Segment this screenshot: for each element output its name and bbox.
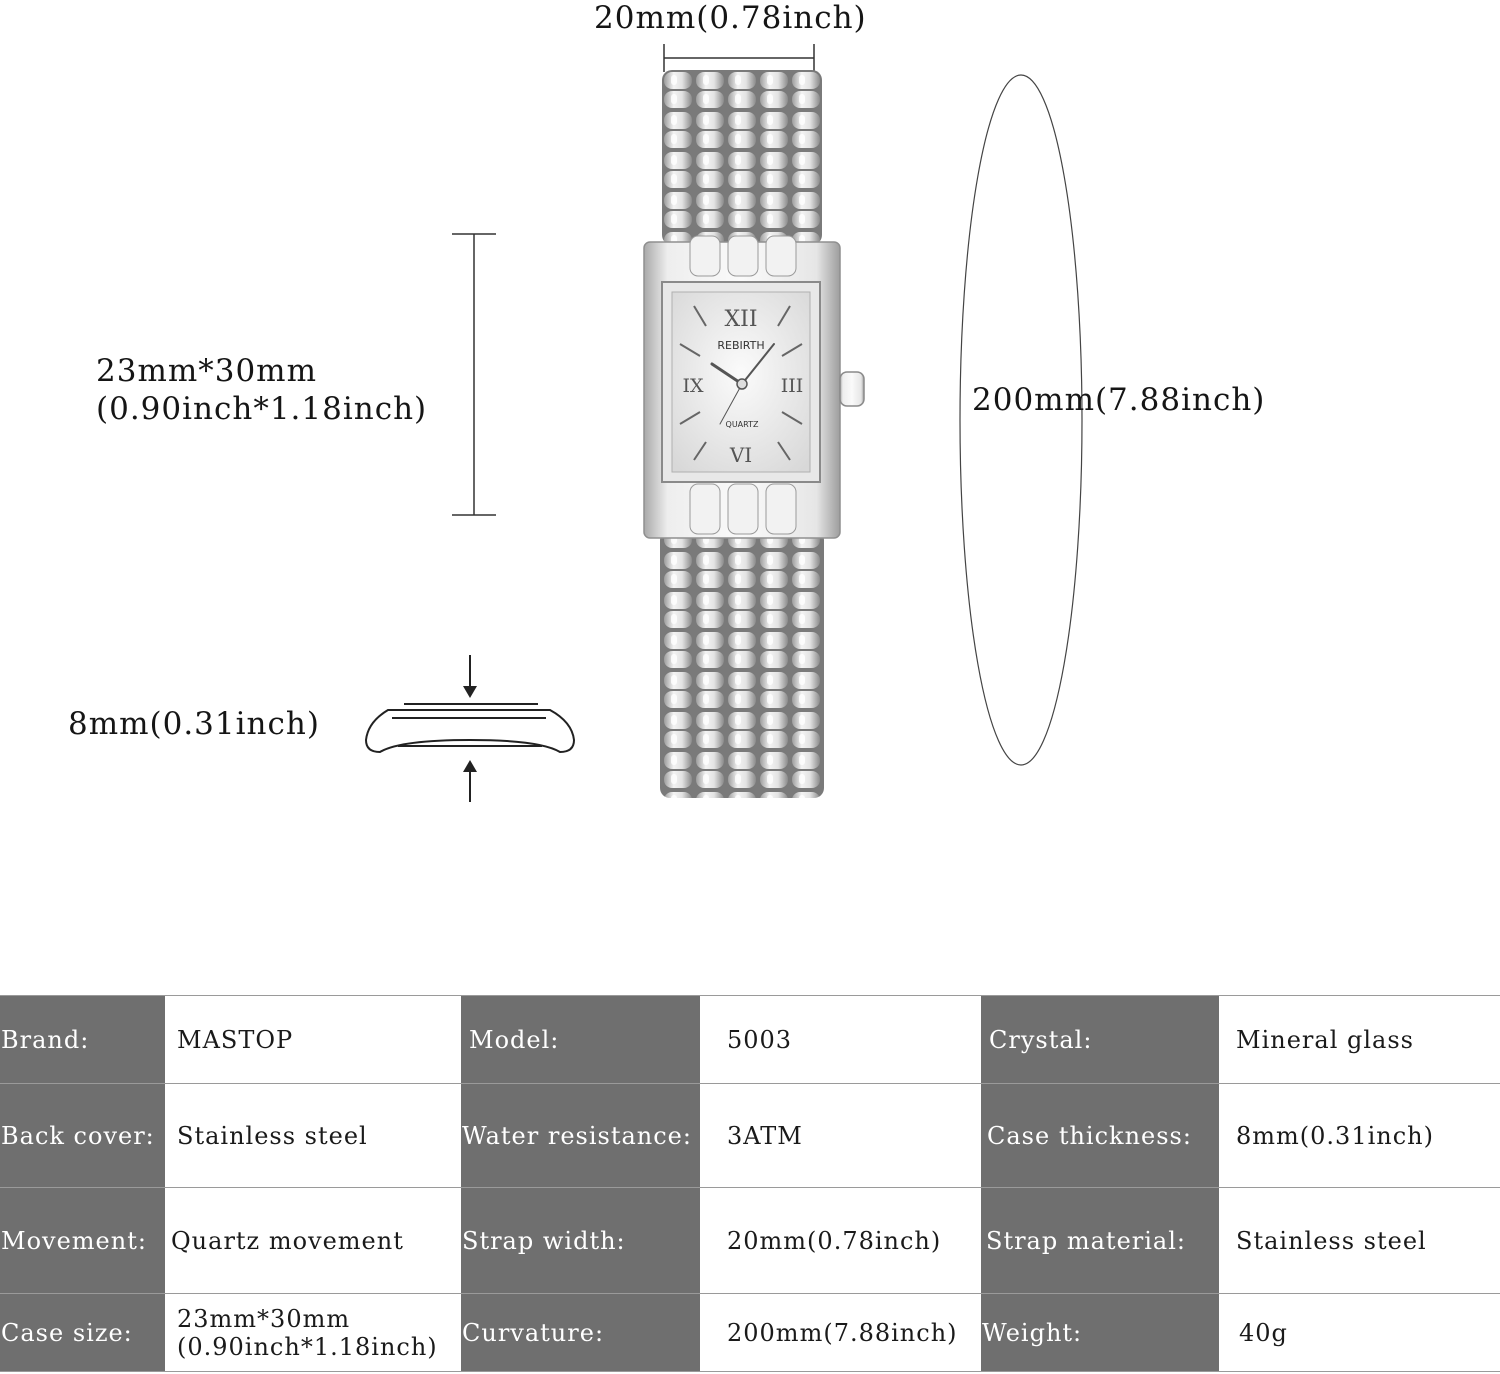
spec-label-curvature: Curvature:: [461, 1293, 700, 1372]
spec-value-water-resistance: 3ATM: [700, 1083, 981, 1188]
case-size-line2: (0.90inch*1.18inch): [96, 391, 428, 427]
spec-label-weight: Weight:: [981, 1293, 1219, 1372]
spec-label-strap-material: Strap material:: [981, 1187, 1219, 1294]
spec-value-case-size-line2: (0.90inch*1.18inch): [177, 1332, 438, 1361]
spec-label-strap-width: Strap width:: [461, 1187, 700, 1294]
case-height-marker: [452, 233, 496, 516]
curvature-ellipse: [959, 74, 1083, 766]
thickness-label: 8mm(0.31inch): [68, 706, 320, 742]
spec-label-movement: Movement:: [0, 1187, 165, 1294]
spec-value-crystal: Mineral glass: [1219, 995, 1500, 1084]
spec-value-strap-width: 20mm(0.78inch): [700, 1187, 981, 1294]
case-size-line1: 23mm*30mm: [96, 353, 317, 389]
strap-width-label: 20mm(0.78inch): [594, 0, 867, 36]
curvature-label: 200mm(7.88inch): [972, 382, 1266, 418]
table-row: Brand: MASTOP Model: 5003 Crystal: Miner…: [0, 995, 1500, 1084]
spec-label-crystal: Crystal:: [981, 995, 1219, 1084]
spec-value-case-size-line1: 23mm*30mm: [177, 1304, 351, 1333]
strap-width-marker: [663, 44, 815, 72]
table-row: Case size: 23mm*30mm (0.90inch*1.18inch)…: [0, 1293, 1500, 1372]
dial-numeral-3: III: [781, 375, 804, 397]
case-size-label: 23mm*30mm (0.90inch*1.18inch): [96, 352, 427, 428]
spec-label-back-cover: Back cover:: [0, 1083, 165, 1188]
table-row: Back cover: Stainless steel Water resist…: [0, 1083, 1500, 1188]
spec-value-strap-material: Stainless steel: [1219, 1187, 1500, 1294]
spec-label-case-thickness: Case thickness:: [981, 1083, 1219, 1188]
spec-value-brand: MASTOP: [165, 995, 461, 1084]
spec-value-case-thickness: 8mm(0.31inch): [1219, 1083, 1500, 1188]
spec-value-back-cover: Stainless steel: [165, 1083, 461, 1188]
spec-value-case-size: 23mm*30mm (0.90inch*1.18inch): [165, 1293, 461, 1372]
upper-bracelet: [662, 70, 822, 245]
watch-dial: [671, 291, 811, 473]
lower-bracelet: [660, 530, 824, 798]
dial-numeral-9: IX: [682, 375, 704, 397]
spec-value-model: 5003: [700, 995, 981, 1084]
spec-label-brand: Brand:: [0, 995, 165, 1084]
dial-numeral-6: VI: [729, 443, 752, 467]
thickness-side-view: [364, 655, 576, 802]
dial-brand: REBIRTH: [717, 339, 764, 352]
dial-movement: QUARTZ: [726, 420, 759, 429]
spec-value-curvature: 200mm(7.88inch): [700, 1293, 981, 1372]
spec-label-model: Model:: [461, 995, 700, 1084]
watch-illustration: XII REBIRTH IX III QUARTZ VI: [364, 44, 1083, 802]
spec-label-case-size: Case size:: [0, 1293, 165, 1372]
dial-numeral-12: XII: [724, 307, 757, 332]
spec-label-water-resistance: Water resistance:: [461, 1083, 700, 1188]
crown: [839, 371, 865, 407]
specs-table: Brand: MASTOP Model: 5003 Crystal: Miner…: [0, 995, 1500, 1372]
table-row: Movement: Quartz movement Strap width: 2…: [0, 1187, 1500, 1294]
spec-value-weight: 40g: [1219, 1293, 1500, 1372]
spec-value-movement: Quartz movement: [165, 1187, 461, 1294]
